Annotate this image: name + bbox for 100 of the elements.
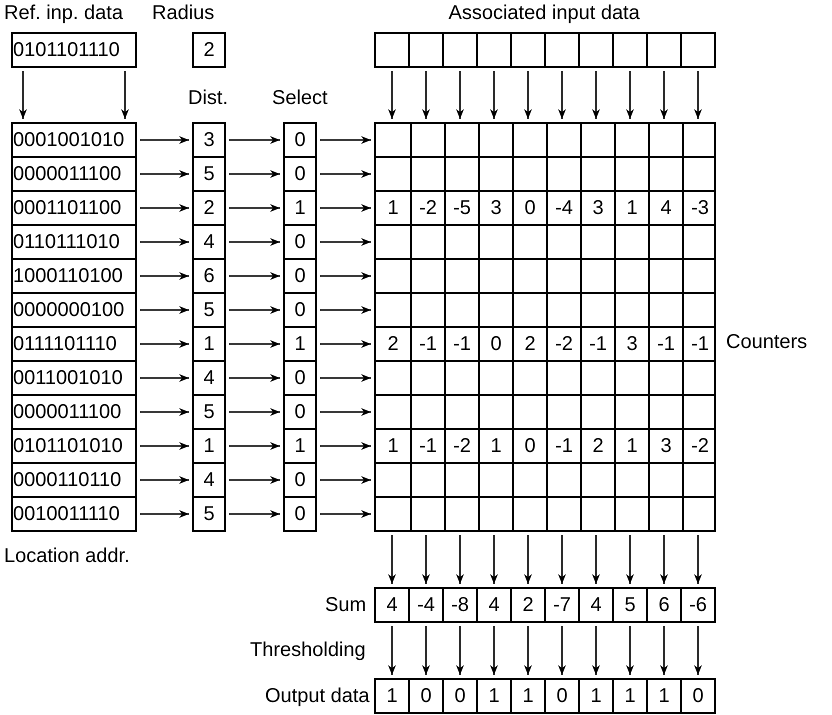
- distance-box: 5: [192, 292, 226, 328]
- arrow: [694, 71, 702, 119]
- arrow: [140, 238, 189, 246]
- input-cell: [442, 32, 478, 68]
- arrow: [422, 535, 430, 584]
- arrow: [320, 238, 371, 246]
- counter-value: -2: [453, 436, 471, 456]
- arrow: [558, 71, 566, 119]
- output-cell: 0: [544, 678, 580, 714]
- arrow: [626, 535, 634, 584]
- arrow: [456, 71, 464, 119]
- distance-box: 2: [192, 190, 226, 226]
- text-label: Output data: [265, 686, 370, 706]
- counter-row: [374, 156, 716, 192]
- arrow: [660, 71, 668, 119]
- select-box: 0: [283, 496, 317, 532]
- counter-value: 1: [490, 436, 502, 456]
- arrow: [320, 170, 371, 178]
- counter-row: [374, 428, 716, 464]
- input-cell: [612, 32, 648, 68]
- counter-value: 0: [490, 334, 502, 354]
- select-box: 0: [283, 462, 317, 498]
- arrow: [229, 272, 280, 280]
- sum-cell: -8: [442, 587, 478, 623]
- address-box: 1000110100: [11, 258, 137, 294]
- counter-row: [374, 122, 716, 158]
- text-label: Thresholding: [250, 640, 366, 660]
- sum-cell: -6: [680, 587, 716, 623]
- arrow: [140, 306, 189, 314]
- select-box: 1: [283, 428, 317, 464]
- distance-box: 4: [192, 462, 226, 498]
- counter-row: [374, 292, 716, 328]
- address-box: 0110111010: [11, 224, 137, 260]
- counter-row: [374, 224, 716, 260]
- arrow: [388, 626, 396, 675]
- distance-box: 5: [192, 496, 226, 532]
- sum-cell: -4: [408, 587, 444, 623]
- arrow: [140, 374, 189, 382]
- arrow: [140, 442, 189, 450]
- input-cell: [408, 32, 444, 68]
- text-label: Ref. inp. data: [4, 3, 123, 23]
- arrow: [140, 272, 189, 280]
- arrow: [320, 442, 371, 450]
- arrow: [388, 535, 396, 584]
- output-cell: 0: [680, 678, 716, 714]
- arrow: [19, 71, 27, 119]
- distance-box: 5: [192, 394, 226, 430]
- counter-value: 0: [524, 436, 536, 456]
- arrow: [592, 626, 600, 675]
- select-box: 0: [283, 394, 317, 430]
- arrow: [558, 535, 566, 584]
- address-box: 0010011110: [11, 496, 137, 532]
- arrow: [229, 238, 280, 246]
- distance-box: 3: [192, 122, 226, 158]
- arrow: [320, 136, 371, 144]
- address-box: 0000110110: [11, 462, 137, 498]
- distance-box: 4: [192, 360, 226, 396]
- counter-row: [374, 326, 716, 362]
- input-cell: [544, 32, 580, 68]
- arrow: [320, 340, 371, 348]
- arrow: [320, 204, 371, 212]
- counter-value: 2: [387, 334, 399, 354]
- arrow: [229, 408, 280, 416]
- input-cell: [680, 32, 716, 68]
- counter-row: [374, 258, 716, 294]
- counter-value: 2: [592, 436, 604, 456]
- counter-value: 3: [626, 334, 638, 354]
- counter-value: 0: [524, 198, 536, 218]
- address-box: 0000011100: [11, 394, 137, 430]
- select-box: 0: [283, 156, 317, 192]
- select-box: 1: [283, 190, 317, 226]
- counter-value: 2: [524, 334, 536, 354]
- counter-value: -1: [657, 334, 675, 354]
- counter-value: 1: [626, 198, 638, 218]
- counter-value: 3: [592, 198, 604, 218]
- arrow: [490, 626, 498, 675]
- output-cell: 0: [442, 678, 478, 714]
- text-label: Radius: [152, 3, 214, 23]
- arrow: [524, 626, 532, 675]
- counter-row: [374, 190, 716, 226]
- address-box: 0001101100: [11, 190, 137, 226]
- arrow: [320, 476, 371, 484]
- arrow: [229, 204, 280, 212]
- counter-value: -2: [691, 436, 709, 456]
- arrow: [626, 71, 634, 119]
- arrow: [140, 170, 189, 178]
- counter-value: 1: [387, 436, 399, 456]
- arrow: [140, 408, 189, 416]
- arrow: [558, 626, 566, 675]
- counter-value: 1: [626, 436, 638, 456]
- arrow: [229, 170, 280, 178]
- text-label: Location addr.: [4, 546, 130, 566]
- counter-value: -1: [453, 334, 471, 354]
- text-label: Counters: [726, 332, 808, 352]
- sum-cell: 5: [612, 587, 648, 623]
- counter-value: -1: [589, 334, 607, 354]
- counter-value: -4: [555, 198, 573, 218]
- sum-cell: 6: [646, 587, 682, 623]
- counter-value: -5: [453, 198, 471, 218]
- arrow: [694, 626, 702, 675]
